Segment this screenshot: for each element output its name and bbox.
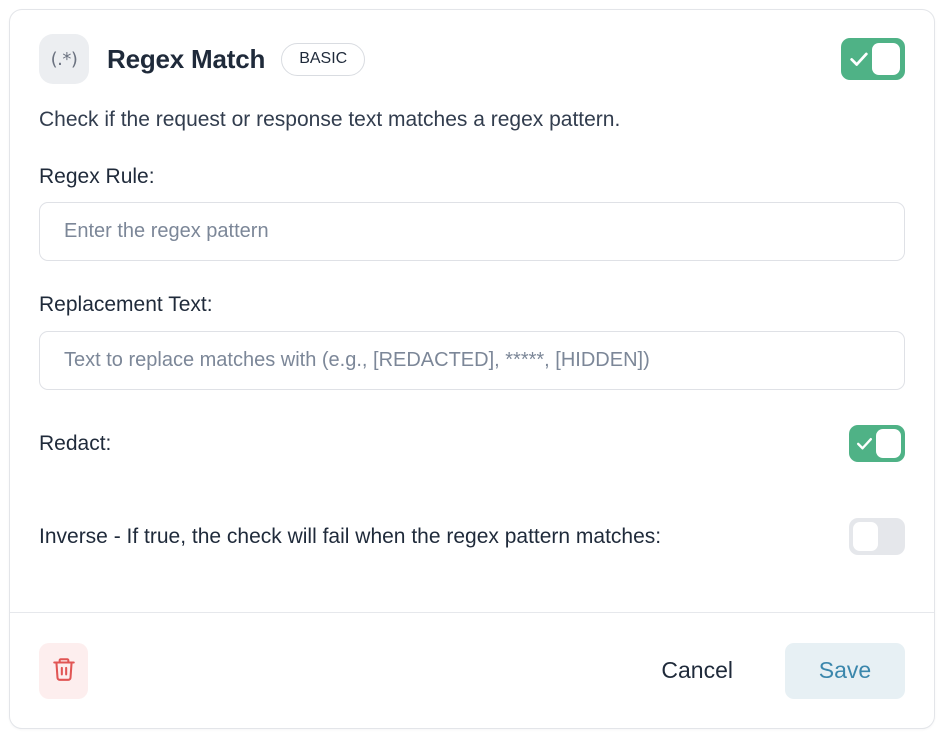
regex-rule-input[interactable] xyxy=(39,202,905,262)
field-label-regex-rule: Regex Rule: xyxy=(39,165,155,189)
trash-icon xyxy=(51,656,77,685)
replacement-text-input[interactable] xyxy=(39,330,905,390)
switch-label-inverse: Inverse - If true, the check will fail w… xyxy=(39,525,662,549)
regex-icon-glyph: (.*) xyxy=(50,48,78,70)
regex-match-card: (.*) Regex Match BASIC Check if the requ… xyxy=(9,9,935,729)
check-icon xyxy=(853,434,876,453)
field-label-replacement-text: Replacement Text: xyxy=(39,293,213,317)
switch-label-redact: Redact: xyxy=(39,432,112,456)
field-replacement-text: Replacement Text: xyxy=(39,292,905,390)
cancel-button[interactable]: Cancel xyxy=(647,647,747,694)
card-footer: Cancel Save xyxy=(10,613,934,728)
footer-divider xyxy=(10,612,934,613)
field-regex-rule: Regex Rule: xyxy=(39,164,905,262)
page-title: Regex Match xyxy=(107,43,266,74)
status-badge: BASIC xyxy=(281,42,366,76)
card-body: (.*) Regex Match BASIC Check if the requ… xyxy=(10,10,934,612)
card-header: (.*) Regex Match BASIC xyxy=(39,31,905,87)
row-inverse: Inverse - If true, the check will fail w… xyxy=(39,516,905,558)
toggle-knob xyxy=(876,429,901,459)
card-description: Check if the request or response text ma… xyxy=(39,108,621,131)
regex-icon: (.*) xyxy=(39,34,89,84)
row-redact: Redact: xyxy=(39,423,905,465)
check-icon xyxy=(846,48,872,70)
redact-toggle[interactable] xyxy=(849,425,905,463)
save-button[interactable]: Save xyxy=(785,642,905,699)
enable-rule-toggle[interactable] xyxy=(841,38,905,80)
inverse-toggle[interactable] xyxy=(849,518,905,556)
delete-button[interactable] xyxy=(39,642,88,699)
toggle-knob xyxy=(872,43,900,75)
toggle-knob xyxy=(853,522,878,552)
